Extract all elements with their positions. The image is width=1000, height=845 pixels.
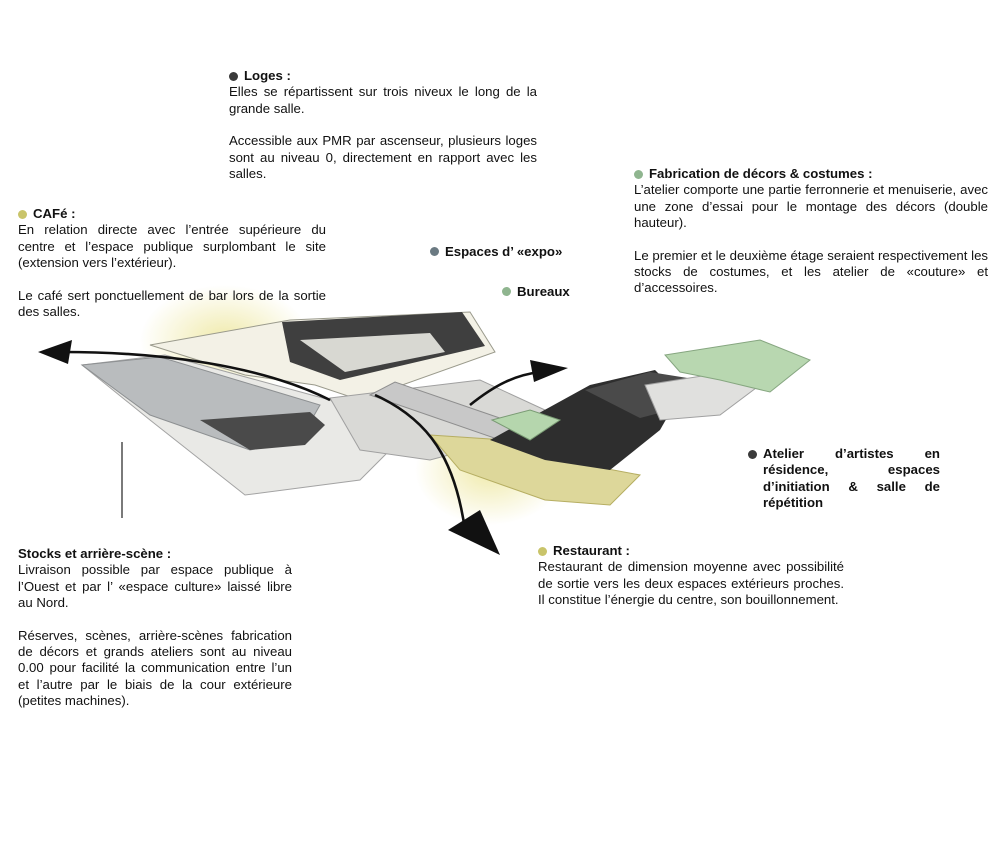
bullet-yellow-icon <box>538 546 547 556</box>
arrow-curve-west <box>61 350 331 402</box>
fabrication-text-2: Le premier et le deuxième étage seraient… <box>634 247 988 296</box>
fabrication-text-1: L’atelier comporte une partie ferronneri… <box>634 182 988 231</box>
stocks-text-2: Réserves, scènes, arrière-scènes fabrica… <box>18 627 292 709</box>
green-pad-small <box>490 409 562 441</box>
stocks-title: Stocks et arrière-scène : <box>18 546 292 562</box>
left-dark-slab <box>200 412 325 450</box>
bullet-yellow-icon <box>18 209 27 219</box>
stocks-text-1: Livraison possible par espace publique à… <box>18 562 292 611</box>
fabrication-block: Fabrication de décors & costumes : L’ate… <box>634 166 988 297</box>
restaurant-title-text: Restaurant : <box>553 543 630 558</box>
cafe-title: CAFé : <box>18 206 326 222</box>
loges-block: Loges : Elles se répartissent sur trois … <box>229 68 537 182</box>
bullet-dark-icon <box>748 450 757 459</box>
bullet-dark-icon <box>229 71 238 81</box>
expo-label: Espaces d’ «expo» <box>430 244 562 259</box>
loges-text-1: Elles se répartissent sur trois niveux l… <box>229 84 537 116</box>
arrow-head-west <box>38 340 72 364</box>
restaurant-title: Restaurant : <box>538 543 844 559</box>
loges-text-2: Accessible aux PMR par ascenseur, plusie… <box>229 133 537 182</box>
cafe-title-text: CAFé : <box>33 206 76 221</box>
upper-light-room <box>300 333 445 372</box>
atelier-label: Atelier d’artistes en résidence, espaces… <box>748 446 940 512</box>
stocks-title-text: Stocks et arrière-scène : <box>18 546 172 561</box>
cafe-text-1: En relation directe avec l’entrée supéri… <box>18 222 326 271</box>
cafe-text-2: Le café sert ponctuellement de bar lors … <box>18 287 326 320</box>
stocks-block: Stocks et arrière-scène : Livraison poss… <box>18 546 292 710</box>
atelier-label-text: Atelier d’artistes en résidence, espaces… <box>763 446 940 511</box>
restaurant-block: Restaurant : Restaurant de dimension moy… <box>538 543 844 609</box>
arrow-head-south <box>448 510 500 555</box>
arrow-curve-south <box>374 393 467 531</box>
arrow-head-east <box>530 360 568 382</box>
fabrication-title-text: Fabrication de décors & costumes : <box>649 166 873 181</box>
loges-title: Loges : <box>229 68 537 84</box>
loges-title-text: Loges : <box>244 68 291 83</box>
expo-label-text: Espaces d’ «expo» <box>445 244 563 259</box>
fabrication-title: Fabrication de décors & costumes : <box>634 166 988 182</box>
bullet-green-icon <box>634 169 643 179</box>
green-office-plan <box>664 339 811 393</box>
bureaux-label: Bureaux <box>502 284 570 299</box>
bullet-slate-icon <box>430 247 439 256</box>
cafe-block: CAFé : En relation directe avec l’entrée… <box>18 206 326 320</box>
restaurant-text-1: Restaurant de dimension moyenne avec pos… <box>538 559 844 608</box>
bureaux-label-text: Bureaux <box>517 284 570 299</box>
bullet-green-icon <box>502 287 511 296</box>
